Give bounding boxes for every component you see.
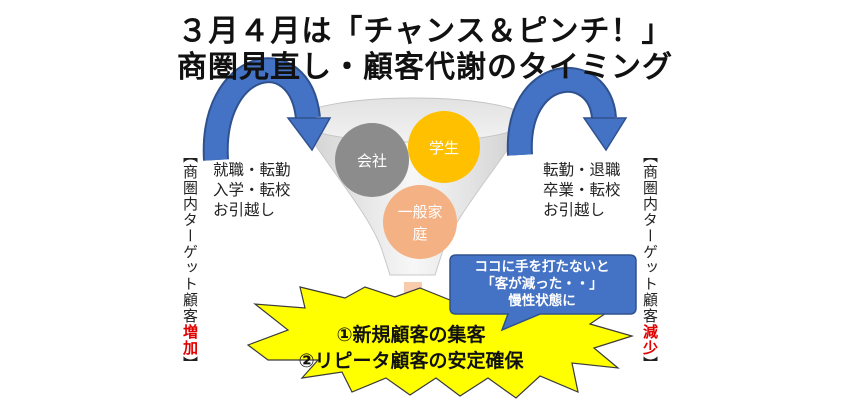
callout-line-2: 「客が減った・・」	[481, 276, 603, 292]
decrease-highlight: 減少	[641, 324, 659, 356]
circle-student	[408, 111, 480, 183]
right-reason-2: 卒業・転校	[543, 181, 621, 199]
circle-company-label: 会社	[356, 152, 387, 170]
callout-bubble	[449, 254, 637, 332]
left-reason-2: 入学・転校	[213, 181, 291, 199]
title-line-1: ３月４月は「チャンス＆ピンチ！」	[177, 14, 673, 49]
left-vertical-label: 【商圏内ターゲット顧客増加】	[181, 148, 199, 372]
burst-line-2: ②リピータ顧客の安定確保	[298, 350, 524, 372]
left-reason-1: 就職・転勤	[213, 161, 291, 179]
circle-student-label: 学生	[428, 139, 459, 157]
circle-company	[335, 123, 409, 197]
household-line-2: 庭	[412, 225, 428, 243]
household-line-1: 一般家	[397, 203, 443, 221]
callout-line-3: 慢性状態に	[508, 293, 576, 309]
title-line-2: 商圏見直し・顧客代謝のタイミング	[177, 50, 673, 85]
circle-household-label: 一般家 庭	[383, 201, 457, 245]
right-curved-arrow	[506, 66, 628, 156]
callout-text: ココに手を打たないと 「客が減った・・」 慢性状態に	[452, 259, 632, 313]
right-vertical-text: 【商圏内ターゲット顧客	[641, 148, 659, 324]
right-reason-1: 転勤・退職	[543, 161, 621, 179]
right-reasons: 転勤・退職 卒業・転校 お引越し	[543, 160, 621, 220]
left-reason-3: お引越し	[213, 201, 276, 219]
right-vertical-end: 】	[641, 356, 659, 372]
left-vertical-end: 】	[181, 356, 199, 372]
increase-highlight: 増加	[181, 324, 199, 356]
left-curved-arrow	[202, 57, 332, 161]
left-vertical-text: 【商圏内ターゲット顧客	[181, 148, 199, 324]
right-vertical-label: 【商圏内ターゲット顧客減少】	[641, 148, 659, 372]
right-reason-3: お引越し	[543, 201, 606, 219]
callout-line-1: ココに手を打たないと	[474, 259, 610, 275]
left-reasons: 就職・転勤 入学・転校 お引越し	[213, 160, 291, 220]
circle-household	[383, 185, 457, 259]
burst-line-1: ①新規顧客の集客	[336, 324, 486, 346]
